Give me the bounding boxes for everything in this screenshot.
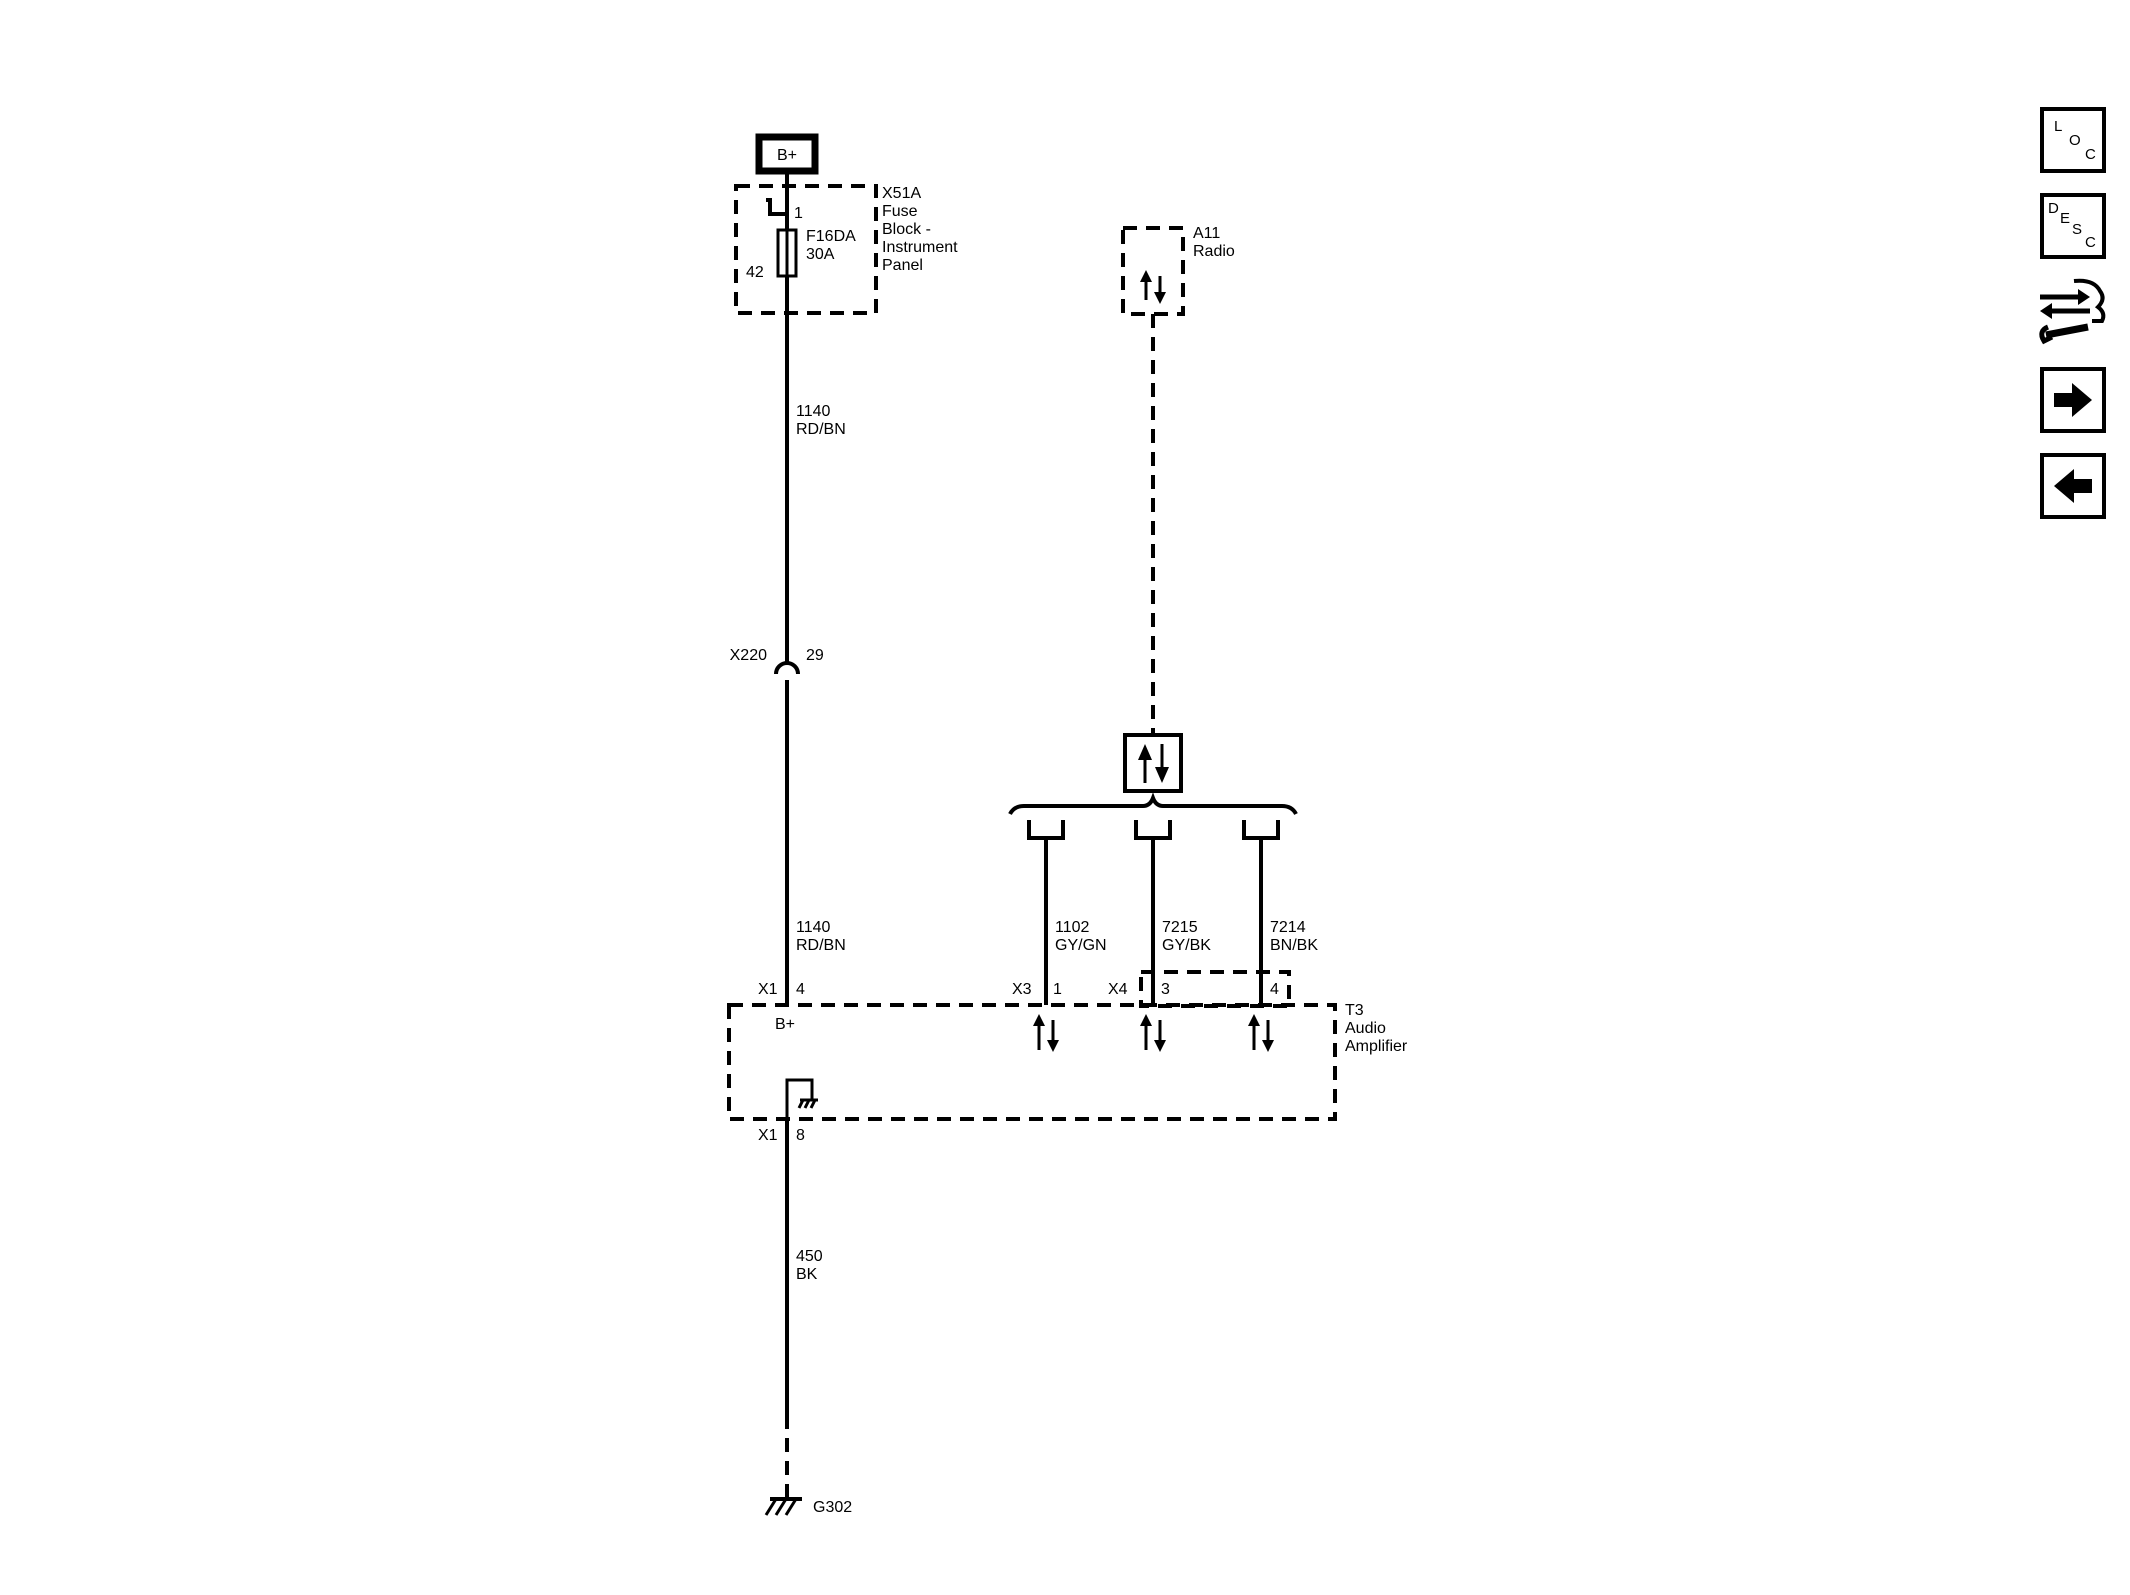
amp-x1-top-pin: 4 <box>796 981 805 998</box>
wire-450-circuit: 450 <box>796 1248 823 1265</box>
amp-x4-pin-b: 4 <box>1270 981 1279 998</box>
amp-data-arrows-icon-3 <box>1248 1014 1274 1052</box>
location-letter-o: O <box>2069 132 2081 149</box>
wire-7215-circuit: 7215 <box>1162 919 1198 936</box>
wire-1140-lower-circuit: 1140 <box>796 919 831 936</box>
wire-450-color: BK <box>796 1266 818 1283</box>
radio-name: Radio <box>1193 243 1235 260</box>
fuse-block-box <box>734 184 878 315</box>
arrow-right-icon <box>2054 383 2092 417</box>
wire-1140-lower-color: RD/BN <box>796 937 846 954</box>
wire-7214-color: BN/BK <box>1270 937 1318 954</box>
description-letter-d: D <box>2048 200 2059 217</box>
location-letter-l: L <box>2054 118 2063 135</box>
location-button[interactable]: L O C <box>2040 107 2106 173</box>
inline-connector-x220 <box>774 661 800 692</box>
radio-ref: A11 <box>1193 225 1220 242</box>
amp-name-2: Amplifier <box>1345 1038 1408 1055</box>
amp-internal-ground-icon <box>785 1078 818 1119</box>
amp-x3-conn: X3 <box>1012 981 1032 998</box>
data-splice-box <box>1123 733 1183 793</box>
wire-1140-upper-circuit: 1140 <box>796 403 831 420</box>
arrow-left-icon <box>2054 469 2092 503</box>
fuse-ref: F16DA <box>806 228 856 245</box>
fuse-rating: 30A <box>806 246 835 263</box>
fuse-block-name-4: Panel <box>882 257 923 274</box>
amp-ref: T3 <box>1345 1002 1364 1019</box>
amp-power-label: B+ <box>775 1016 795 1033</box>
description-letter-e: E <box>2060 210 2071 227</box>
wire-7215-color: GY/BK <box>1162 937 1211 954</box>
fuse-block-name-3: Instrument <box>882 239 958 256</box>
amp-name-1: Audio <box>1345 1020 1386 1037</box>
ground-ref: G302 <box>813 1499 852 1516</box>
splice-brace <box>1008 792 1298 815</box>
diagnostic-tool-button[interactable] <box>2034 275 2112 347</box>
amp-x4-pin-a: 3 <box>1161 981 1170 998</box>
data-splice-arrows-icon <box>1138 744 1169 783</box>
location-letter-c: C <box>2085 146 2096 163</box>
amplifier-box <box>727 1003 1337 1121</box>
amp-x3-pin: 1 <box>1053 981 1062 998</box>
fuse-block-ref: X51A <box>882 185 921 202</box>
fuse-block-pin-out: 42 <box>746 264 764 281</box>
fuse-block-name-1: Fuse <box>882 203 918 220</box>
inline-connector-ref: X220 <box>730 647 767 664</box>
wire-1102-color: GY/GN <box>1055 937 1107 954</box>
description-letter-s: S <box>2072 221 2083 238</box>
branch-terminal-1102 <box>1027 820 1065 840</box>
next-button[interactable] <box>2040 367 2106 433</box>
branch-terminal-7214 <box>1242 820 1280 840</box>
inline-connector-pin: 29 <box>806 647 824 664</box>
ground-g302-icon <box>764 1497 802 1516</box>
battery-power-source: B+ <box>755 133 819 175</box>
wire-7214-circuit: 7214 <box>1270 919 1306 936</box>
wire-1140-upper-color: RD/BN <box>796 421 846 438</box>
amp-x1-bot-pin: 8 <box>796 1127 805 1144</box>
description-button[interactable]: D E S C <box>2040 193 2106 259</box>
branch-terminal-7215 <box>1134 820 1172 840</box>
fuse-block-pin-in: 1 <box>794 205 803 222</box>
description-letter-c: C <box>2085 234 2096 251</box>
amp-x4-conn: X4 <box>1108 981 1128 998</box>
radio-box <box>1121 226 1185 316</box>
back-button[interactable] <box>2040 453 2106 519</box>
amp-x1-bot-conn: X1 <box>758 1127 778 1144</box>
fuse-block-name-2: Block - <box>882 221 931 238</box>
amp-data-arrows-icon-2 <box>1140 1014 1166 1052</box>
battery-label: B+ <box>777 147 797 164</box>
amp-x1-top-conn: X1 <box>758 981 778 998</box>
wire-1102-circuit: 1102 <box>1055 919 1090 936</box>
fuse-block-terminal-icon <box>766 198 787 216</box>
radio-data-arrows-icon <box>1140 270 1166 304</box>
amp-data-arrows-icon-1 <box>1033 1014 1059 1052</box>
diagnostic-wrench-icon <box>2039 278 2106 345</box>
